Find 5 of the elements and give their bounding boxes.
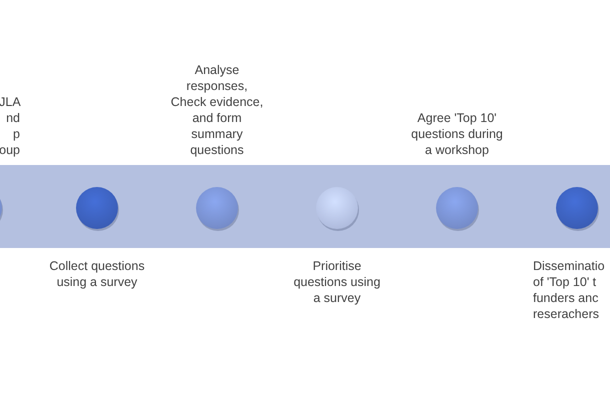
step-label: Disseminatio of 'Top 10' t funders anc reserachers: [533, 258, 606, 322]
step-label: Collect questions using a survey: [49, 258, 145, 290]
step-label: Agree 'Top 10' questions during a workshop: [410, 110, 504, 158]
step-label: Analyse responses, Check evidence, and form summary questions: [170, 62, 264, 158]
step-label: Prioritise questions using a survey: [292, 258, 382, 306]
